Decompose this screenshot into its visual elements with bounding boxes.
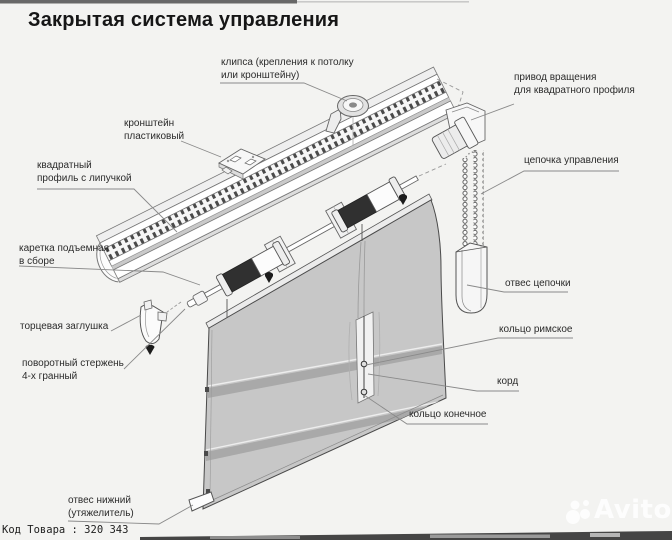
label-clip: клипса (крепления к потолку или кронштей…: [221, 56, 354, 82]
label-cord-line1: корд: [497, 376, 519, 387]
product-code: Код Товара : 320 343: [2, 524, 129, 536]
label-clip-line2: или кронштейну): [221, 70, 300, 81]
lifting-carriage-1: [215, 235, 296, 297]
leader-profile: [37, 188, 178, 233]
leader-drive: [470, 103, 515, 121]
leader-chain-weight: [466, 284, 568, 293]
cord-slit: [226, 224, 375, 404]
rotary-rod-assembly: [186, 175, 419, 308]
page-title: Закрытая система управления: [28, 9, 340, 31]
label-chain-weight-line1: отвес цепочки: [505, 278, 571, 289]
label-end-cap: торцевая заглушка: [20, 320, 108, 333]
bottom-weight-bar: [188, 491, 215, 512]
label-profile-line2: профиль с липучкой: [37, 173, 132, 184]
label-profile-line1: квадратный: [37, 160, 92, 171]
label-bottom-weight: отвес нижний (утяжелитель): [68, 494, 134, 520]
leader-carriage: [18, 265, 201, 286]
plastic-bracket: [218, 148, 266, 180]
avito-logo-icon: [566, 500, 590, 524]
leader-bracket: [180, 140, 222, 158]
watermark-brand: Avito: [594, 495, 672, 525]
leader-end-cap: [110, 314, 142, 332]
label-bracket: кронштейн пластиковый: [124, 117, 184, 143]
label-control-chain: цепочка управления: [524, 154, 619, 167]
leader-cord: [367, 373, 519, 392]
leader-bottom-weight: [67, 504, 194, 525]
leader-control-chain: [480, 170, 619, 195]
end-cap: [139, 299, 168, 355]
label-rod: поворотный стержень 4-х гранный: [22, 357, 124, 383]
label-carriage-line1: каретка подъемная: [19, 243, 110, 254]
label-control-chain-line1: цепочка управления: [524, 155, 619, 166]
label-rod-line2: 4-х гранный: [22, 371, 78, 382]
label-carriage: каретка подъемная в сборе: [19, 242, 109, 268]
watermark: Avito: [562, 495, 671, 531]
label-drive: привод вращения для квадратного профиля: [514, 71, 635, 97]
label-cord: корд: [497, 375, 518, 388]
label-end-ring: кольцо конечное: [409, 408, 487, 421]
label-drive-line2: для квадратного профиля: [514, 85, 635, 96]
chain-drive: [431, 102, 486, 159]
end-ring: [360, 388, 368, 396]
bottom-border-strip: [140, 531, 672, 540]
lifting-carriage-2: [325, 176, 407, 239]
label-rod-line1: поворотный стержень: [22, 358, 124, 369]
label-bottom-weight-line2: (утяжелитель): [68, 508, 134, 519]
leader-lines: [18, 82, 619, 525]
fabric-panel: [202, 193, 447, 510]
leader-clip: [220, 82, 348, 102]
label-drive-line1: привод вращения: [514, 72, 597, 83]
label-clip-line1: клипса (крепления к потолку: [221, 57, 354, 68]
leader-roman-ring: [365, 337, 573, 366]
top-border-strip: [0, 0, 469, 4]
label-carriage-line2: в сборе: [19, 256, 55, 267]
leader-end-ring: [363, 394, 488, 425]
label-end-cap-line1: торцевая заглушка: [20, 321, 109, 332]
control-chain: [459, 150, 484, 256]
label-roman-ring-line1: кольцо римское: [499, 324, 573, 335]
label-bracket-line2: пластиковый: [124, 131, 185, 142]
fastener-pins: [265, 194, 407, 283]
label-chain-weight: отвес цепочки: [505, 277, 571, 290]
label-end-ring-line1: кольцо конечное: [409, 409, 487, 420]
label-profile: квадратный профиль с липучкой: [37, 159, 132, 185]
label-bracket-line1: кронштейн: [124, 118, 175, 129]
chain-weight: [455, 242, 488, 314]
roman-ring: [360, 360, 368, 368]
label-bottom-weight-line1: отвес нижний: [68, 495, 131, 506]
leader-rod: [123, 308, 186, 370]
label-roman-ring: кольцо римское: [499, 323, 572, 336]
